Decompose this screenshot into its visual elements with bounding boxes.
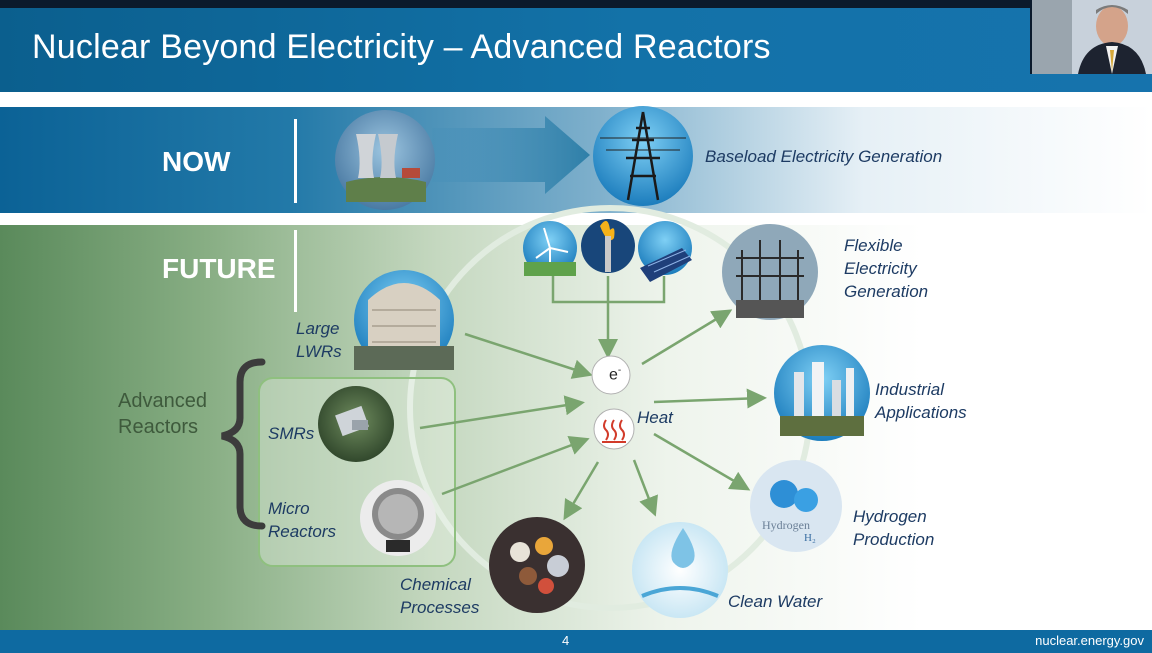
- arrow-lwr-to-electron: [464, 332, 593, 379]
- future-divider: [294, 230, 297, 312]
- electron-letter: e: [609, 366, 618, 384]
- renewables-connector: [551, 276, 666, 348]
- arrow-to-industrial: [653, 388, 767, 409]
- now-label: NOW: [162, 146, 231, 177]
- title-bar: [0, 8, 1152, 92]
- slide-title: Nuclear Beyond Electricity – Advanced Re…: [32, 28, 771, 66]
- wind-turbine-image: [523, 221, 577, 276]
- large-lwr-image: [354, 270, 454, 370]
- gas-flare-image: [581, 219, 635, 273]
- substation-image: [722, 224, 818, 320]
- chemical-pellets-image: [489, 517, 585, 613]
- flexible-electricity-label: Flexible Electricity Generation: [844, 236, 929, 301]
- presenter-video-icon: [1032, 0, 1152, 74]
- baseload-label: Baseload Electricity Generation: [705, 147, 943, 166]
- footer-bar: [0, 630, 1152, 653]
- advanced-reactors-brace: [221, 358, 266, 530]
- arrow-to-clean-water: [632, 459, 658, 517]
- transmission-tower-image: [593, 106, 693, 206]
- hydrogen-production-label: Hydrogen Production: [853, 507, 935, 549]
- now-flow-arrow: [432, 116, 590, 194]
- heat-label: Heat: [637, 408, 673, 427]
- footer-website: nuclear.energy.gov: [1035, 633, 1144, 648]
- nuclear-plant-image: [335, 110, 435, 210]
- arrow-to-chemical: [563, 461, 600, 521]
- electron-symbol: e-: [609, 365, 621, 384]
- water-splash-image: [632, 522, 728, 618]
- window-top-bar: [0, 0, 1152, 8]
- electron-superscript: -: [617, 365, 622, 376]
- smr-image: [318, 386, 394, 462]
- advanced-reactors-label: Advanced Reactors: [118, 390, 207, 438]
- arrow-to-hydrogen: [653, 432, 751, 491]
- hydrogen-image-formula: H₂: [804, 532, 816, 544]
- micro-reactors-label: Micro Reactors: [268, 499, 337, 541]
- presenter-webcam-thumbnail[interactable]: [1030, 0, 1152, 74]
- chemical-processes-label: Chemical Processes: [400, 575, 480, 617]
- page-number: 4: [562, 633, 570, 648]
- now-divider: [294, 119, 297, 203]
- industrial-applications-label: Industrial Applications: [875, 380, 967, 422]
- arrow-smr-to-heat: [419, 395, 585, 430]
- heat-icon: [602, 419, 626, 443]
- arrow-micro-to-heat: [441, 435, 590, 496]
- hydrogen-image-text: Hydrogen: [762, 518, 810, 532]
- hydrogen-molecule-image: [750, 460, 842, 552]
- micro-reactor-image: [360, 480, 436, 556]
- solar-panel-image: [638, 221, 692, 282]
- arrow-to-flexible: [641, 309, 733, 366]
- large-lwrs-label: Large LWRs: [296, 319, 342, 361]
- electron-node: [591, 355, 631, 395]
- industrial-refinery-image: [774, 345, 870, 441]
- clean-water-label: Clean Water: [728, 592, 823, 611]
- smrs-label: SMRs: [268, 424, 315, 443]
- future-label: FUTURE: [162, 253, 276, 284]
